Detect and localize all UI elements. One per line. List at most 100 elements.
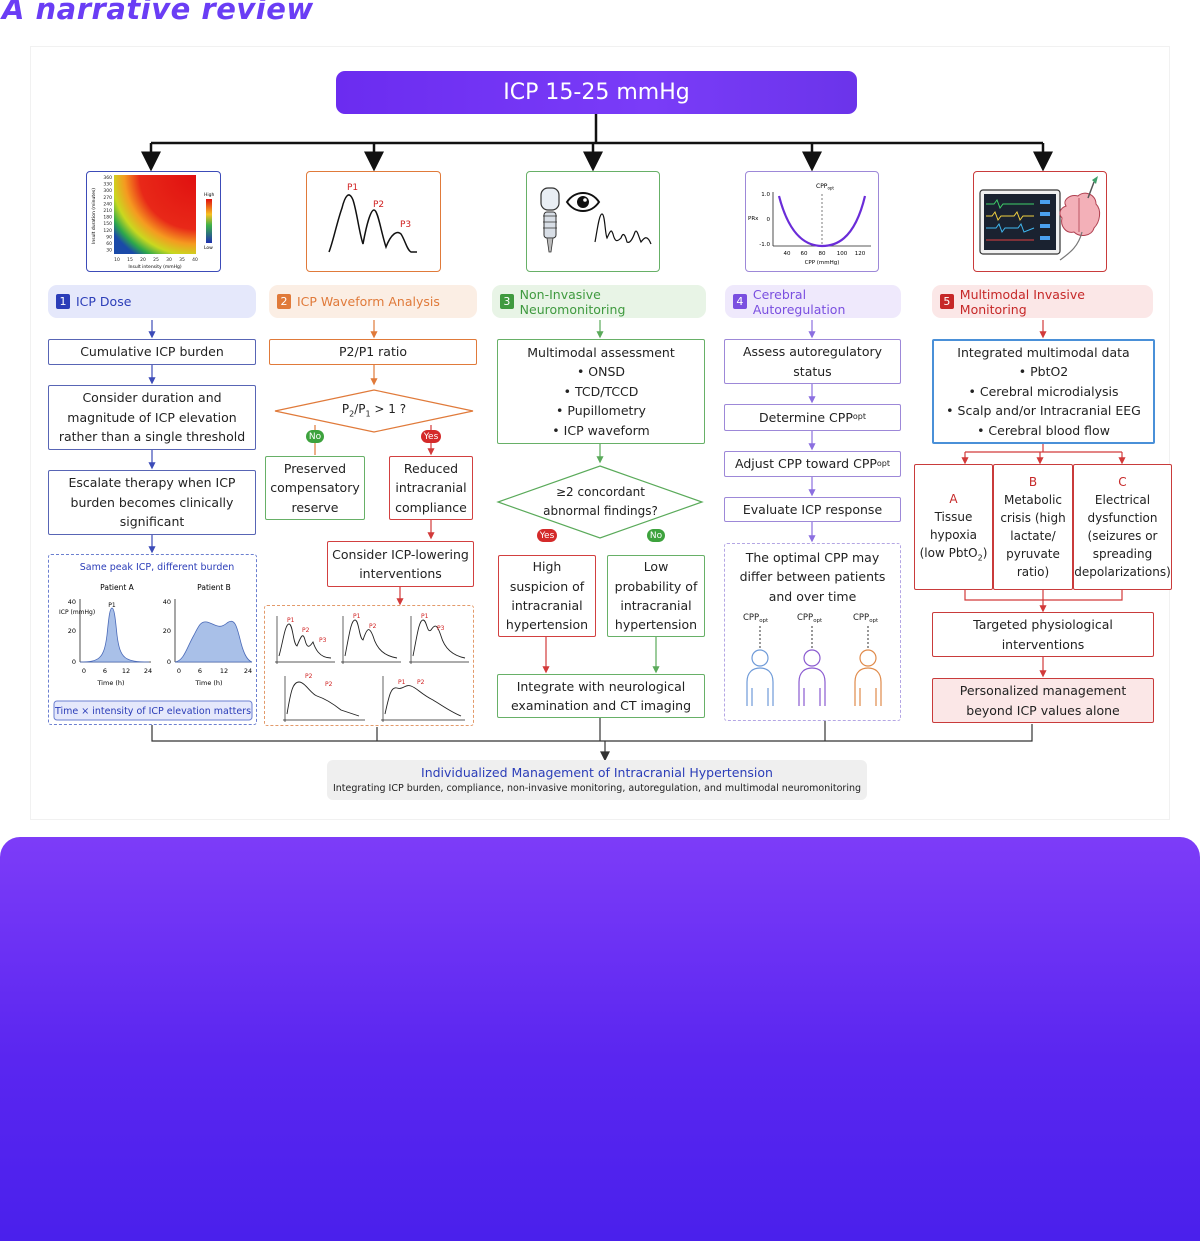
header-waveform: 2 ICP Waveform Analysis — [269, 285, 477, 318]
autoregulation-chart-image: CPPopt 1.0 0 -1.0 PRx 40 60 80 100 120 C… — [745, 171, 879, 272]
x-tick: 80 — [819, 251, 826, 257]
y-tick-0: 0 — [767, 217, 771, 223]
header-label: Cerebral Autoregulation — [752, 286, 846, 317]
section-number: 5 — [940, 294, 954, 309]
patient-a-label: Patient A — [100, 583, 134, 592]
heat-ytick: 210 — [103, 208, 112, 214]
decision-sub-2: 2 — [349, 409, 355, 419]
ex-p2: P2 — [302, 627, 310, 634]
cppopt-label: CPPopt — [816, 183, 834, 191]
invasive-monitoring-image — [973, 171, 1107, 272]
heat-low-label: Low — [204, 245, 213, 251]
escalate-therapy-box: Escalate therapy when ICP burden becomes… — [48, 470, 256, 535]
brain-icon — [1059, 192, 1101, 236]
decision-p: P — [341, 402, 350, 416]
connector-lines — [141, 114, 1126, 762]
heat-xtick: 40 — [192, 257, 198, 263]
y20-b: 20 — [163, 627, 171, 635]
burden-comparison-panel: Same peak ICP, different burden Patient … — [48, 554, 257, 725]
assess-autoreg-box: Assess autoregulatory status — [724, 339, 901, 384]
heat-xtick: 20 — [140, 257, 146, 263]
assessment-item-tcd: • TCD/TCCD — [563, 383, 639, 399]
high-suspicion-box: High suspicion of intracranial hypertens… — [498, 555, 596, 637]
icp-lowering-box: Consider ICP-lowering interventions — [327, 541, 474, 587]
cumulative-burden-box: Cumulative ICP burden — [48, 339, 256, 365]
person-icon-purple — [798, 649, 826, 706]
x-tick: 100 — [837, 251, 848, 257]
targeted-interventions-box: Targeted physiological interventions — [932, 612, 1154, 657]
p3-label: P3 — [400, 220, 411, 230]
monitor-brain-svg — [979, 176, 1101, 261]
heatmap-svg: 360 330 300 270 240 210 180 150 120 90 6… — [91, 175, 214, 270]
header-label: Multimodal Invasive Monitoring — [959, 286, 1085, 317]
summary-subtitle: Integrating ICP burden, compliance, non-… — [332, 783, 862, 794]
p1-label: P1 — [347, 183, 358, 193]
assessment-title: Multimodal assessment — [527, 345, 675, 361]
person-icon-blue — [746, 649, 774, 706]
electrical-dysfunction-text: Electrical dysfunction (seizures or spre… — [1074, 493, 1171, 579]
x0-b: 0 — [177, 667, 181, 675]
yes-badge: Yes — [421, 430, 441, 443]
ex-p3: P3 — [437, 625, 445, 632]
letter-a: A — [949, 491, 958, 506]
plot-title: Same peak ICP, different burden — [80, 562, 234, 573]
ex-p1: P1 — [353, 613, 361, 620]
x-tick: 40 — [784, 251, 791, 257]
section-number: 4 — [733, 294, 747, 309]
waveform-image: P1 P2 P3 — [306, 171, 441, 272]
assessment-item-onsd: • ONSD — [576, 364, 626, 380]
waveform-svg: P1 P2 P3 — [328, 183, 417, 253]
y40-b: 40 — [163, 598, 171, 606]
no-badge: No — [647, 529, 665, 542]
data-item-microdialysis: • Cerebral microdialysis — [968, 383, 1119, 399]
heat-high-label: High — [204, 192, 214, 198]
heat-ytick: 300 — [103, 188, 112, 194]
assessment-item-pupillometry: • Pupillometry — [556, 403, 646, 419]
assessment-item-waveform: • ICP waveform — [552, 422, 650, 438]
header-autoregulation: 4 Cerebral Autoregulation — [725, 285, 901, 318]
cpp-label-3: CPPopt — [853, 613, 879, 624]
x-tick: 120 — [855, 251, 866, 257]
heat-ytick: 360 — [103, 175, 112, 181]
purple-footer-band — [0, 837, 1200, 1241]
cpp-label-1: CPPopt — [743, 613, 769, 624]
p2p1-ratio-box: P2/P1 ratio — [269, 339, 477, 365]
y0-b: 0 — [167, 658, 171, 666]
waveform-examples-panel: P1 P2 P3 P1 P2 P1 P3 P2 P2 P1 P2 — [264, 605, 474, 726]
summary-box: Individualized Management of Intracrania… — [327, 760, 867, 800]
p2p1-decision: P2/P1 > 1 ? — [324, 402, 424, 420]
integrated-data-box: Integrated multimodal data • PbtO2 • Cer… — [932, 339, 1155, 444]
p2-label: P2 — [373, 200, 384, 210]
ultrasound-probe-icon — [540, 187, 560, 211]
header-noninvasive: 3 Non-Invasive Neuromonitoring — [492, 285, 706, 318]
ex-p2: P2 — [305, 673, 313, 680]
heat-ytick: 180 — [103, 215, 112, 221]
top-title-box: ICP 15-25 mmHg — [336, 71, 857, 114]
prx-curve-svg: CPPopt 1.0 0 -1.0 PRx 40 60 80 100 120 C… — [748, 183, 871, 266]
ylabel-a: ICP (mmHg) — [59, 609, 95, 616]
yes-badge: Yes — [537, 529, 557, 542]
patients-svg: CPPopt CPPopt CPPopt — [743, 613, 882, 706]
y40-a: 40 — [68, 598, 76, 606]
letter-b: B — [1028, 475, 1038, 489]
y-tick-1: 1.0 — [761, 192, 770, 198]
patient-b-label: Patient B — [197, 583, 231, 592]
plot-footer: Time × intensity of ICP elevation matter… — [54, 706, 251, 717]
heat-ytick: 270 — [103, 195, 112, 201]
ex-p2: P2 — [369, 623, 377, 630]
burden-plots-svg: Same peak ICP, different burden Patient … — [53, 562, 253, 721]
header-label: Non-Invasive Neuromonitoring — [519, 286, 626, 317]
heat-ytick: 150 — [103, 221, 112, 227]
heat-xtick: 10 — [114, 257, 120, 263]
integrated-data-title: Integrated multimodal data — [957, 345, 1130, 361]
tissue-hypoxia-box: A Tissue hypoxia (low PbtO2) — [914, 464, 993, 590]
noninvasive-svg — [540, 187, 652, 253]
cpp-label-2: CPPopt — [797, 613, 823, 624]
x6-b: 6 — [198, 667, 202, 675]
cpp-xlabel: CPP (mmHg) — [805, 260, 840, 266]
heat-ytick: 240 — [103, 201, 112, 207]
section-number: 1 — [56, 294, 70, 309]
decision-slash: /P — [354, 402, 366, 416]
